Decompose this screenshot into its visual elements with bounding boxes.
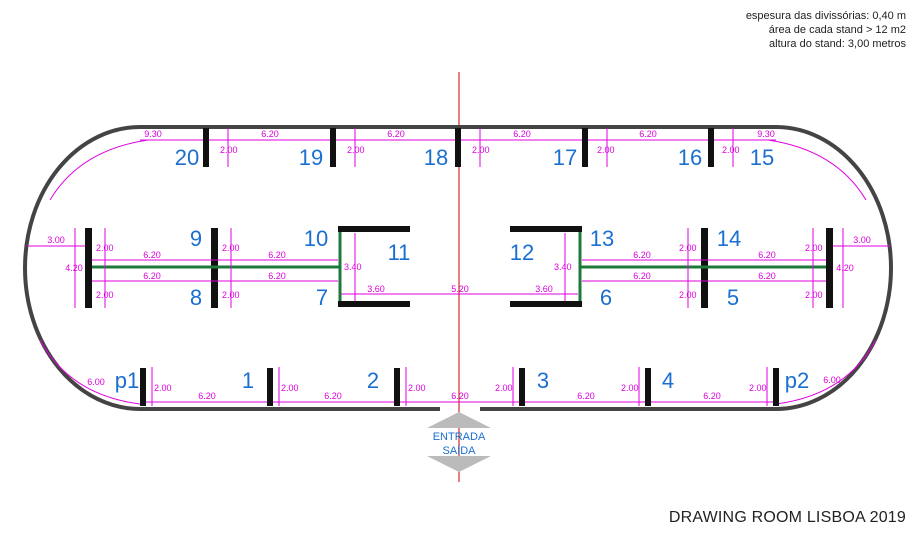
bottom-partitions — [140, 368, 779, 406]
dim-label: 6.20 — [703, 391, 721, 401]
exit-down-arrow-icon — [427, 456, 491, 472]
stand-label-11: 11 — [388, 240, 411, 265]
dim-label: 6.20 — [451, 391, 469, 401]
stand-label-19: 19 — [299, 145, 323, 170]
stand-label-5: 5 — [727, 285, 739, 310]
dim-label: 6.20 — [513, 129, 531, 139]
note-stand-area: área de cada stand > 12 m2 — [768, 24, 906, 36]
dim-label: 9.30 — [144, 129, 162, 139]
dim-label: 6.20 — [633, 250, 651, 260]
entrance-label: ENTRADA — [433, 431, 486, 443]
dim-label: 2.00 — [805, 243, 823, 253]
stand-label-12: 12 — [510, 240, 534, 265]
dimension-arc — [49, 139, 149, 201]
middle-dims — [27, 228, 890, 308]
stand-label-20: 20 — [175, 145, 199, 170]
dim-label: 2.00 — [597, 145, 615, 155]
dim-label: 6.20 — [758, 250, 776, 260]
middle-partitions — [85, 226, 833, 308]
stand-label-7: 7 — [316, 285, 328, 310]
note-partition-thickness: espesura das divissórias: 0,40 m — [745, 10, 906, 22]
stand-label-14: 14 — [717, 226, 741, 251]
dim-label: 6.20 — [143, 250, 161, 260]
dim-label: 2.00 — [805, 290, 823, 300]
dim-label: 3.60 — [535, 284, 553, 294]
dim-label: 6.20 — [268, 271, 286, 281]
dimension-arc — [775, 339, 877, 405]
top-vertical-dims — [227, 128, 734, 167]
dim-label: 3.00 — [853, 235, 871, 245]
dim-label: 2.00 — [96, 243, 114, 253]
dim-label: 2.00 — [495, 383, 513, 393]
stand-label-p2: p2 — [785, 368, 809, 393]
stand-label-15: 15 — [750, 145, 774, 170]
dim-label: 6.00 — [823, 375, 841, 385]
dim-label: 6.20 — [387, 129, 405, 139]
drawing-title: DRAWING ROOM LISBOA 2019 — [668, 509, 906, 526]
dim-label: 6.20 — [324, 391, 342, 401]
stand-label-9: 9 — [190, 226, 202, 251]
dim-label: 2.00 — [222, 290, 240, 300]
stand-label-18: 18 — [424, 145, 448, 170]
dim-label: 5.20 — [451, 284, 469, 294]
dimension-arc — [767, 139, 867, 201]
dim-label: 3.00 — [47, 235, 65, 245]
dim-label: 3.40 — [554, 262, 572, 272]
stand-label-p1: p1 — [115, 368, 139, 393]
stand-label-10: 10 — [304, 226, 328, 251]
dim-label: 6.20 — [577, 391, 595, 401]
dim-label: 6.20 — [198, 391, 216, 401]
dim-label: 3.40 — [344, 262, 362, 272]
stand-label-16: 16 — [678, 145, 702, 170]
dim-label: 6.20 — [143, 271, 161, 281]
stand-label-13: 13 — [590, 226, 614, 251]
dim-label: 2.00 — [220, 145, 238, 155]
dimension-arc — [39, 339, 141, 405]
stand-label-8: 8 — [190, 285, 202, 310]
outer-wall — [23, 125, 893, 411]
dim-label: 2.00 — [472, 145, 490, 155]
dim-label: 2.00 — [281, 383, 299, 393]
dim-label: 2.00 — [96, 290, 114, 300]
bottom-vertical-dims — [151, 367, 768, 406]
dim-label: 3.60 — [367, 284, 385, 294]
entrance-up-arrow-icon — [427, 412, 491, 428]
dim-label: 4.20 — [836, 263, 854, 273]
dim-label: 6.20 — [639, 129, 657, 139]
exit-label: SAÍDA — [442, 444, 476, 457]
dim-label: 6.20 — [633, 271, 651, 281]
stand-label-4: 4 — [662, 368, 674, 393]
dim-label: 2.00 — [408, 383, 426, 393]
stand-label-2: 2 — [367, 368, 379, 393]
dim-label: 6.20 — [261, 129, 279, 139]
dim-label: 2.00 — [749, 383, 767, 393]
specification-notes: espesura das divissórias: 0,40 m área de… — [746, 9, 906, 51]
dim-label: 4.20 — [65, 263, 83, 273]
stand-label-6: 6 — [600, 285, 612, 310]
stand-label-17: 17 — [553, 145, 577, 170]
dim-label: 2.00 — [679, 290, 697, 300]
dim-label: 2.00 — [154, 383, 172, 393]
dim-label: 2.00 — [222, 243, 240, 253]
dim-label: 2.00 — [679, 243, 697, 253]
dim-label: 6.20 — [268, 250, 286, 260]
dim-label: 2.00 — [621, 383, 639, 393]
dim-label: 2.00 — [347, 145, 365, 155]
dim-label: 9.30 — [757, 129, 775, 139]
note-stand-height: altura do stand: 3,00 metros — [769, 38, 906, 50]
dim-label: 6.00 — [87, 377, 105, 387]
stand-label-1: 1 — [242, 368, 254, 393]
stand-label-3: 3 — [537, 368, 549, 393]
dim-label: 6.20 — [758, 271, 776, 281]
dim-label: 2.00 — [722, 145, 740, 155]
top-partitions — [203, 128, 714, 167]
